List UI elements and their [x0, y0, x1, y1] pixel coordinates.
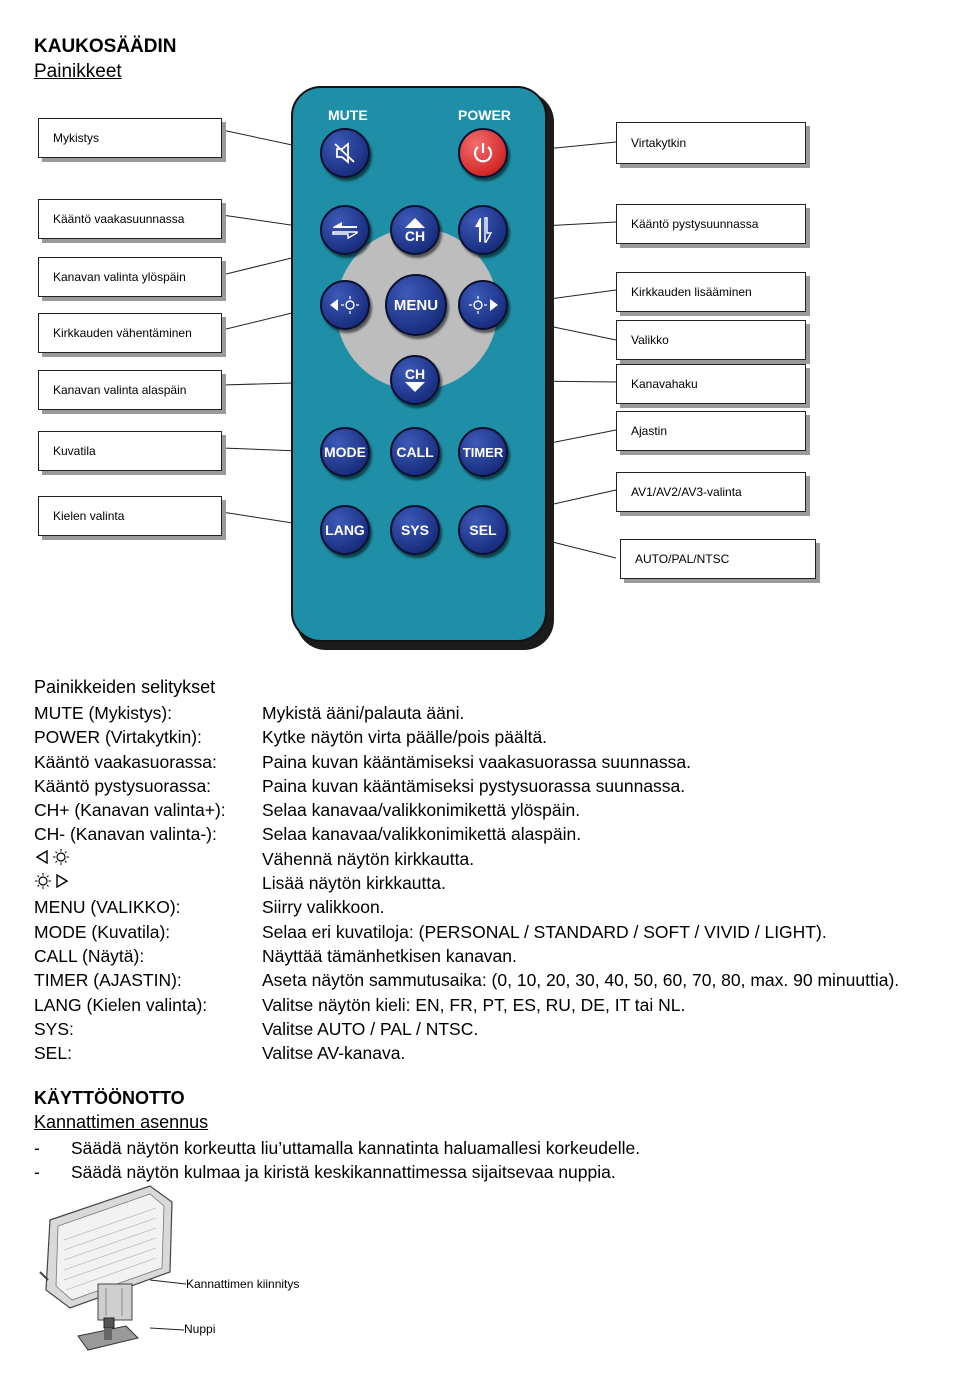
- row-key: CALL (Näytä):: [34, 945, 145, 966]
- row-key: POWER (Virtakytkin):: [34, 727, 202, 748]
- setup-subtitle: Kannattimen asennus: [34, 1112, 209, 1132]
- row-value: Valitse AUTO / PAL / NTSC.: [262, 1018, 479, 1039]
- stand-mount-label: Kannattimen kiinnitys: [186, 1277, 300, 1291]
- callout-system: AUTO/PAL/NTSC: [620, 539, 816, 579]
- menu-button[interactable]: MENU: [385, 274, 447, 336]
- row-value: Aseta näytön sammutusaika: (0, 10, 20, 3…: [262, 970, 900, 991]
- brightness-down-icon: [330, 296, 359, 314]
- brightness-up-icon: [35, 873, 69, 890]
- brightness-up-icon: [469, 296, 498, 314]
- explanations-title: Painikkeiden selitykset: [34, 677, 216, 697]
- brightness-down-button[interactable]: [320, 280, 370, 330]
- brightness-up-symbol: [34, 871, 74, 897]
- callout-flip-vertical: Kääntö pystysuunnassa: [616, 204, 806, 244]
- illustration-leaders: [150, 1279, 187, 1331]
- row-key: LANG (Kielen valinta):: [34, 994, 208, 1015]
- row-value: Mykistä ääni/palauta ääni.: [262, 703, 465, 723]
- row-key: CH+ (Kanavan valinta+):: [34, 800, 226, 821]
- callout-av-select: AV1/AV2/AV3-valinta: [616, 472, 806, 512]
- mode-button[interactable]: MODE: [320, 427, 370, 477]
- list-item-text: Säädä näytön korkeutta liu’uttamalla kan…: [71, 1138, 641, 1158]
- callout-picture-mode: Kuvatila: [38, 431, 222, 471]
- ch-up-label: CH: [404, 228, 426, 244]
- knob-label: Nuppi: [184, 1322, 216, 1336]
- power-icon: [473, 143, 493, 163]
- row-value: Siirry valikkoon.: [262, 897, 385, 918]
- mute-button[interactable]: [320, 128, 370, 178]
- page-title: KAUKOSÄÄDIN: [34, 36, 177, 57]
- timer-button[interactable]: TIMER: [458, 427, 508, 477]
- mute-label: MUTE: [328, 107, 368, 123]
- brightness-down-symbol: [34, 847, 74, 873]
- row-key: Kääntö vaakasuorassa:: [34, 751, 217, 772]
- speaker-mute-icon: [334, 142, 355, 164]
- callout-flip-horizontal: Kääntö vaakasuunnassa: [38, 199, 222, 239]
- ch-down-label: CH: [404, 366, 426, 382]
- brightness-up-button[interactable]: [458, 280, 508, 330]
- row-key: TIMER (AJASTIN):: [34, 970, 182, 991]
- row-value: Vähennä näytön kirkkautta.: [262, 848, 475, 869]
- flip-vertical-button[interactable]: [458, 205, 508, 255]
- bullet-marker: -: [34, 1162, 40, 1182]
- bullet-marker: -: [34, 1138, 40, 1158]
- page-subtitle: Painikkeet: [34, 61, 122, 82]
- setup-title: KÄYTTÖÖNOTTO: [34, 1088, 185, 1108]
- row-value: Kytke näytön virta päälle/pois päältä.: [262, 727, 548, 748]
- row-key: Kääntö pystysuorassa:: [34, 775, 212, 796]
- row-key: SEL:: [34, 1043, 72, 1064]
- row-value: Selaa kanavaa/valikkonimikettä alaspäin.: [262, 824, 582, 845]
- flip-horizontal-button[interactable]: [320, 205, 370, 255]
- channel-up-button[interactable]: CH: [390, 205, 440, 255]
- row-key: MUTE (Mykistys):: [34, 703, 173, 723]
- list-item-text: Säädä näytön kulmaa ja kiristä keskikann…: [71, 1162, 616, 1182]
- callout-channel-up: Kanavan valinta ylöspäin: [38, 257, 222, 297]
- row-value: Paina kuvan kääntämiseksi vaakasuorassa …: [262, 751, 691, 772]
- channel-down-button[interactable]: CH: [390, 355, 440, 405]
- row-value: Selaa kanavaa/valikkonimikettä ylöspäin.: [262, 800, 581, 821]
- sys-button[interactable]: SYS: [390, 505, 440, 555]
- row-value: Näyttää tämänhetkisen kanavan.: [262, 945, 517, 966]
- lang-button[interactable]: LANG: [320, 505, 370, 555]
- row-value: Valitse näytön kieli: EN, FR, PT, ES, RU…: [262, 994, 686, 1015]
- callout-timer: Ajastin: [616, 411, 806, 451]
- power-button[interactable]: [458, 128, 508, 178]
- power-label: POWER: [458, 107, 511, 123]
- row-key: SYS:: [34, 1018, 74, 1039]
- brightness-down-icon: [35, 848, 69, 865]
- triangle-down-icon: [405, 382, 425, 392]
- callout-brightness-down: Kirkkauden vähentäminen: [38, 313, 222, 353]
- row-value: Lisää näytön kirkkautta.: [262, 873, 446, 894]
- row-value: Valitse AV-kanava.: [262, 1043, 406, 1064]
- callout-brightness-up: Kirkkauden lisääminen: [616, 272, 806, 312]
- triangle-up-icon: [405, 218, 425, 228]
- row-key: MENU (VALIKKO):: [34, 897, 181, 918]
- callout-channel-down: Kanavan valinta alaspäin: [38, 370, 222, 410]
- callout-mute: Mykistys: [38, 118, 222, 158]
- callout-power: Virtakytkin: [616, 122, 806, 164]
- flip-horizontal-icon: [332, 222, 358, 240]
- monitor-stand-illustration: [39, 1185, 173, 1351]
- row-value: Selaa eri kuvatiloja: (PERSONAL / STANDA…: [262, 921, 827, 942]
- row-key: CH- (Kanavan valinta-):: [34, 824, 217, 845]
- row-value: Paina kuvan kääntämiseksi pystysuorassa …: [262, 775, 686, 796]
- callout-menu: Valikko: [616, 320, 806, 360]
- sel-button[interactable]: SEL: [458, 505, 508, 555]
- flip-vertical-icon: [475, 217, 493, 243]
- callout-channel-search: Kanavahaku: [616, 364, 806, 404]
- callout-language: Kielen valinta: [38, 496, 222, 536]
- call-button[interactable]: CALL: [390, 427, 440, 477]
- row-key: MODE (Kuvatila):: [34, 921, 171, 942]
